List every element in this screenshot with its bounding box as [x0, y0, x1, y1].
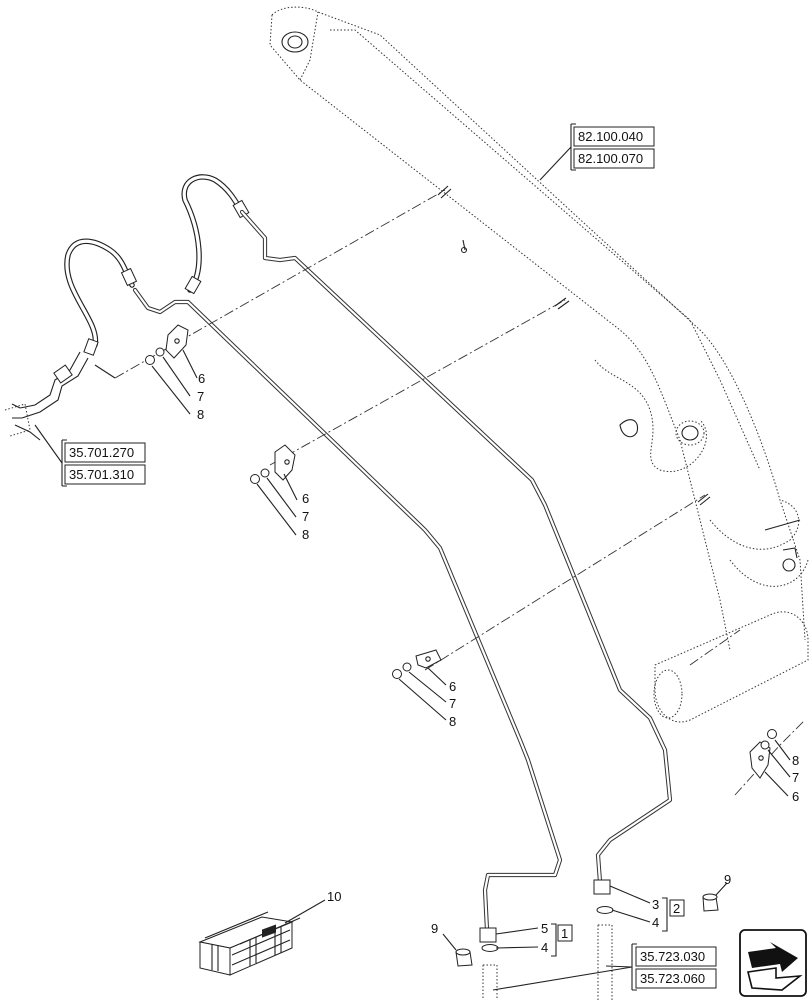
hydraulic-pipes: [132, 209, 673, 1000]
ref-82-100-040[interactable]: 82.100.040: [578, 129, 643, 144]
ref-box-82-100-070: [573, 148, 655, 169]
callout-8-right: 8: [792, 753, 799, 768]
callout-4-right: 4: [652, 915, 659, 930]
right-fitting-callouts: 3 4 2: [609, 885, 685, 932]
previous-page-arrow-icon[interactable]: [739, 929, 807, 997]
right-cap: 9: [702, 872, 731, 912]
left-seal-ring: [481, 944, 499, 952]
callout-7-lower: 7: [449, 696, 456, 711]
right-seal-ring: [596, 906, 614, 914]
kit-box: 10: [198, 889, 341, 976]
left-pipe-nut: [479, 927, 497, 943]
callout-8-lower: 8: [449, 714, 456, 729]
callout-6-middle: 6: [302, 491, 309, 506]
callout-6-upper: 6: [198, 371, 205, 386]
ref-group-couplers[interactable]: 35.723.030 35.723.060: [492, 943, 717, 991]
ref-35-723-030[interactable]: 35.723.030: [640, 949, 705, 964]
left-cap: 9: [431, 921, 473, 967]
callout-3: 3: [652, 897, 659, 912]
hose-assembly: [4, 174, 250, 441]
callout-6-lower: 6: [449, 679, 456, 694]
ref-group-boom[interactable]: 82.100.040 82.100.070: [539, 123, 655, 181]
ref-box-35-701-310: [64, 464, 146, 485]
callout-5: 5: [541, 921, 548, 936]
washer-upper: [155, 347, 165, 357]
callout-7-right: 7: [792, 770, 799, 785]
group-box-1: [557, 924, 573, 942]
nut-upper: [145, 355, 155, 365]
callout-9-left: 9: [431, 921, 438, 936]
ref-35-723-060[interactable]: 35.723.060: [640, 971, 705, 986]
ref-35-701-310[interactable]: 35.701.310: [69, 467, 134, 482]
clamp-set-right: 8 7 6: [749, 729, 799, 804]
callout-6-right: 6: [792, 789, 799, 804]
ref-box-35-701-270: [64, 442, 146, 463]
ref-box-35-723-060: [635, 968, 717, 989]
group-2-label: 2: [673, 901, 680, 916]
clamp-set-upper: 6 7 8: [145, 324, 205, 422]
clamp-set-middle: 6 7 8: [250, 444, 309, 542]
ref-box-82-100-040: [573, 126, 655, 147]
left-fitting-callouts: 5 4 1: [495, 921, 573, 957]
ref-box-35-723-030: [635, 946, 717, 967]
callout-7-upper: 7: [197, 389, 204, 404]
callout-4-left: 4: [541, 940, 548, 955]
ref-group-hoses[interactable]: 35.701.270 35.701.310: [34, 424, 146, 487]
group-1-label: 1: [561, 926, 568, 941]
callout-7-middle: 7: [302, 509, 309, 524]
group-box-2: [669, 899, 685, 917]
ref-35-701-270[interactable]: 35.701.270: [69, 445, 134, 460]
ref-82-100-070[interactable]: 82.100.070: [578, 151, 643, 166]
callout-9-right: 9: [724, 872, 731, 887]
right-pipe-nut: [593, 879, 611, 895]
boom-outline: [269, 6, 809, 723]
callout-8-upper: 8: [197, 407, 204, 422]
callout-10: 10: [327, 889, 341, 904]
clamp-set-lower: 6 7 8: [392, 649, 456, 729]
callout-8-middle: 8: [302, 527, 309, 542]
